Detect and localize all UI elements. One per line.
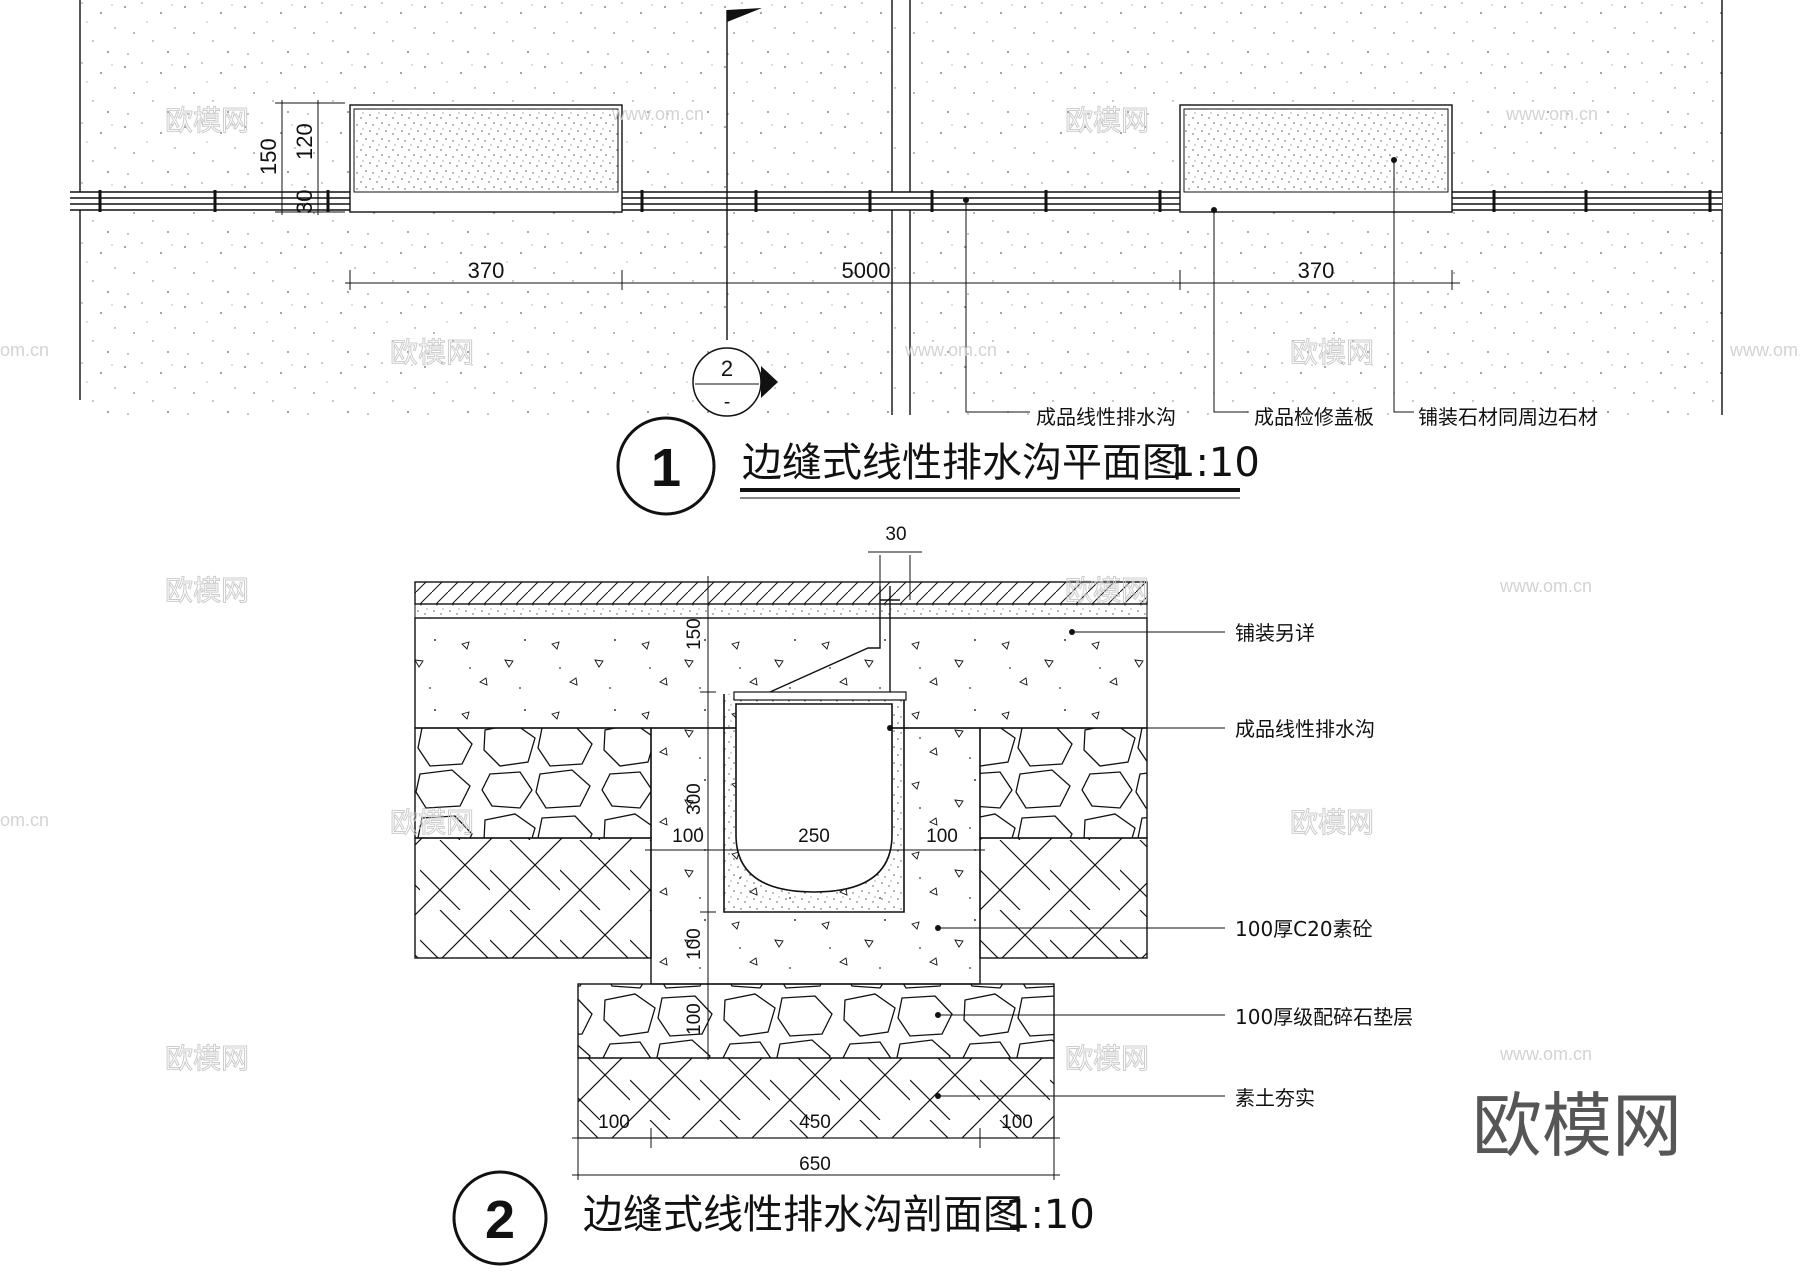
plan-title-text: 边缝式线性排水沟平面图 [742,440,1182,486]
section-cut-marker: 2 - [692,8,778,417]
section-title-text: 边缝式线性排水沟剖面图 [583,1192,1023,1238]
plan-callout-stone: 铺装石材同周边石材 [1418,405,1598,429]
plan-vertical-dims: 150 120 30 [256,100,345,215]
plan-dim-150: 150 [256,138,281,175]
watermark-url: www.om.cn [611,104,704,124]
plan-callouts: 成品线性排水沟 成品检修盖板 铺装石材同周边石材 [963,157,1598,429]
section-callouts: 铺装另详 成品线性排水沟 100厚C20素砼 100厚级配碎石垫层 素土夯实 [887,621,1413,1110]
section-dim-b100-left: 100 [598,1112,630,1133]
section-paving-surface [414,581,1148,605]
section-title-number: 2 [485,1190,515,1250]
section-gravel-bed [577,983,1055,1059]
plan-horizontal-dims: 370 5000 370 [345,258,1460,290]
watermark-url: www.om.cn [1729,340,1800,360]
plan-title-scale: 1:10 [1170,440,1260,486]
watermark-brand: 欧模网 [1065,1042,1149,1075]
section-title-scale: 1:10 [1005,1192,1095,1238]
section-dim-300: 300 [684,783,705,815]
watermark-brand: 欧模网 [1290,806,1374,839]
section-dim-450: 450 [799,1112,831,1133]
section-drain-channel [723,586,907,913]
plan-callout-cover: 成品检修盖板 [1254,405,1374,429]
section-view: 30 150 300 100 100 100 250 100 [414,524,1413,1266]
watermark-url: www.om.cn [1499,576,1592,596]
section-dim-100-right: 100 [926,826,958,847]
section-dim-30: 30 [885,524,906,545]
watermark-brand: 欧模网 [390,336,474,369]
plan-dim-370-right: 370 [1298,258,1335,283]
plan-title-number: 1 [651,438,681,498]
section-bottom-dims: 100 450 100 650 [572,1112,1060,1180]
section-dim-b100-right: 100 [1001,1112,1033,1133]
section-compacted-soil [577,1057,1055,1139]
section-dim-250: 250 [798,826,830,847]
section-dim-150: 150 [684,618,705,650]
watermark-url: www.om.cn [1505,104,1598,124]
section-dim-top: 30 [868,524,922,600]
watermark-brand: 欧模网 [1065,104,1149,137]
plan-cover-right [1179,104,1453,213]
section-callout-paving: 铺装另详 [1235,621,1315,645]
section-marker-sub: - [724,392,730,413]
watermark-brand: 欧模网 [165,1042,249,1075]
plan-dim-370-left: 370 [468,258,505,283]
section-callout-concrete: 100厚C20素砼 [1235,917,1373,941]
plan-callout-drain: 成品线性排水沟 [1036,405,1176,429]
plan-title: 1 边缝式线性排水沟平面图 1:10 [616,416,1260,516]
section-dim-100-gravel: 100 [684,1003,705,1035]
section-stone-right [979,727,1148,839]
section-dim-650: 650 [799,1154,831,1175]
watermark-url: www.om.cn [1499,1044,1592,1064]
watermarks: 欧模网 www.om.cn 欧模网 www.om.cn om.cn 欧模网 ww… [0,104,1800,1168]
watermark-brand: 欧模网 [1065,574,1149,607]
watermark-site-suffix: om.cn [0,810,49,830]
section-soil-right [979,837,1148,959]
plan-view: 150 120 30 370 5000 370 2 - [70,0,1723,516]
plan-cover-left [349,104,623,213]
section-vertical-dims: 150 300 100 100 [684,576,716,1060]
brand-logo: 欧模网 [1472,1085,1682,1167]
section-soil-left [414,837,652,959]
section-dim-100-left: 100 [672,826,704,847]
watermark-brand: 欧模网 [165,104,249,137]
section-callout-drain: 成品线性排水沟 [1235,717,1375,741]
plan-dim-5000: 5000 [842,258,891,283]
section-callout-soil: 素土夯实 [1235,1086,1315,1110]
section-marker-number: 2 [721,356,733,381]
section-dim-100-conc: 100 [684,928,705,960]
section-width-dims: 100 250 100 [645,826,985,851]
watermark-site-suffix: om.cn [0,340,49,360]
watermark-brand: 欧模网 [1290,336,1374,369]
section-title: 2 边缝式线性排水沟剖面图 1:10 [452,1170,1095,1266]
plan-dim-120: 120 [292,123,317,160]
watermark-brand: 欧模网 [165,574,249,607]
section-stone-left [414,727,652,839]
watermark-url: www.om.cn [904,340,997,360]
section-callout-gravel: 100厚级配碎石垫层 [1235,1005,1413,1029]
plan-dim-30: 30 [292,190,317,214]
watermark-brand: 欧模网 [390,806,474,839]
